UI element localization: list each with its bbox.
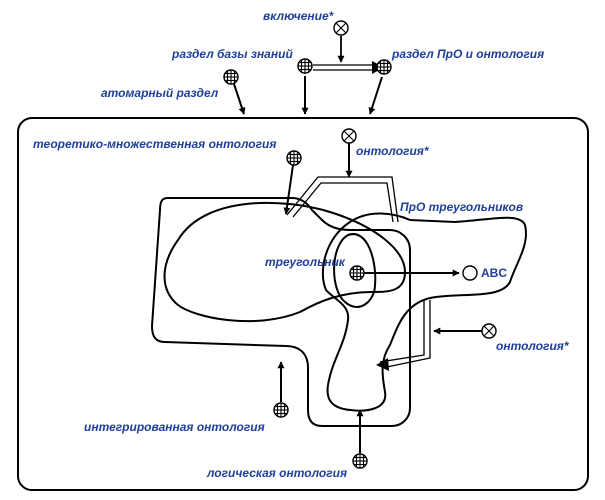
arrow-subject-area-section — [368, 76, 383, 115]
label-ontology-right: онтология* — [496, 339, 570, 353]
circle-grid-icon — [349, 265, 365, 281]
label-triangles-subject-area: ПрО треугольников — [400, 200, 523, 214]
circle-cross-icon — [341, 128, 357, 144]
label-kb-section: раздел базы знаний — [171, 47, 293, 61]
circle-cross-icon — [333, 20, 349, 36]
arrow-set-theoretic — [283, 164, 294, 215]
label-integrated-ontology: интегрированная онтология — [84, 420, 265, 434]
inclusion-arrow-top — [313, 36, 384, 74]
circle-grid-icon — [376, 59, 392, 75]
inclusion-arrow-right — [376, 300, 431, 371]
circle-empty-icon — [462, 265, 478, 281]
label-set-theoretic-ontology: теоретико-множественная онтология — [33, 137, 276, 151]
circle-grid-icon — [273, 402, 289, 418]
label-inclusion: включение* — [263, 9, 335, 23]
label-ontology-top: онтология* — [356, 144, 430, 158]
label-triangle: треугольник — [265, 255, 346, 269]
circle-grid-icon — [297, 58, 313, 74]
circle-grid-icon — [286, 150, 302, 166]
circle-cross-icon — [481, 323, 497, 339]
circle-grid-icon — [223, 69, 239, 85]
label-abc: ABC — [481, 266, 507, 280]
label-logical-ontology: логическая онтология — [206, 466, 347, 480]
logical-ontology-contour — [333, 233, 377, 308]
arrow-atomic-section — [233, 83, 246, 115]
label-subject-area-section: раздел ПрО и онтология — [391, 47, 544, 61]
label-atomic-section: атомарный раздел — [101, 86, 219, 100]
triangles-subject-area-contour — [321, 212, 527, 412]
circle-grid-icon — [352, 453, 368, 469]
inclusion-arrow-set-theoretic — [286, 176, 399, 223]
integrated-ontology-contour — [151, 197, 411, 427]
kb-section-frame — [17, 117, 589, 491]
